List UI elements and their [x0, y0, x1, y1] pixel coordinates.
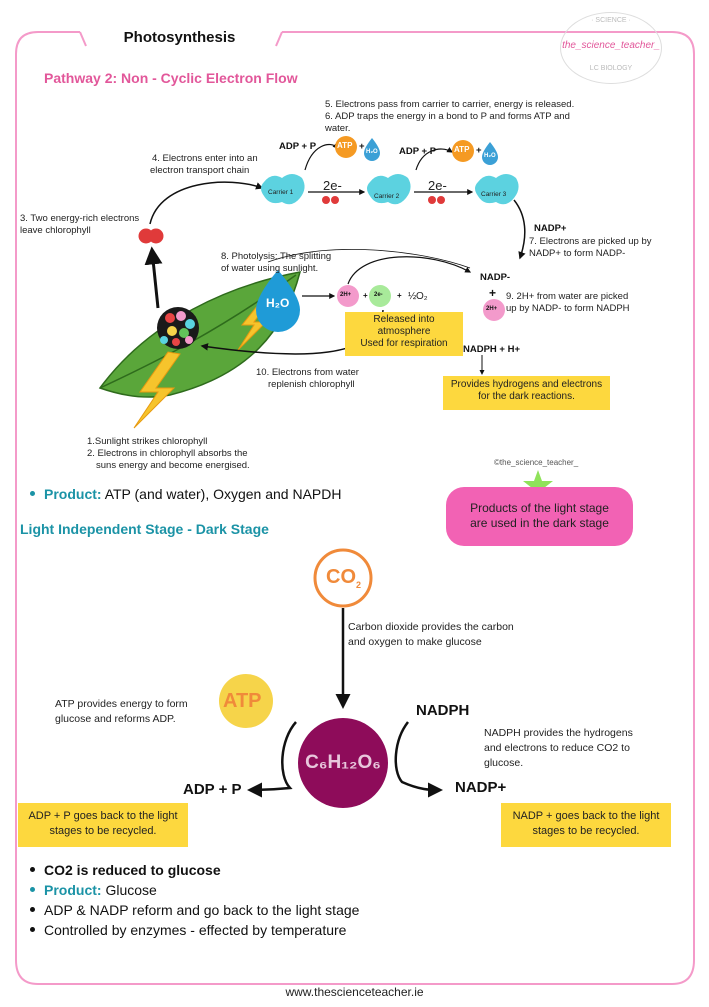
hydrogen-ions-icon-2: [483, 299, 505, 321]
step-2-text-cont: suns energy and become energised.: [96, 460, 250, 471]
summary-item: Product: Glucose: [30, 880, 359, 900]
nadph-note: NADPH provides the hydrogens and electro…: [484, 727, 633, 769]
star-icon: [523, 470, 553, 499]
co2-note: Carbon dioxide provides the carbon and o…: [348, 621, 514, 648]
atp-circle: [219, 674, 273, 728]
half-label: ½: [408, 291, 417, 302]
step-8-text: 8. Photolysis: The splitting: [221, 251, 332, 262]
products-link-box: Products of the light stage are used in …: [446, 487, 633, 546]
water-label-2: H₂O: [484, 153, 496, 159]
adp-p-label-1: ADP + P: [279, 141, 317, 152]
carrier-3: [475, 174, 519, 205]
summary-item: Controlled by enzymes - effected by temp…: [30, 920, 359, 940]
step-9-text-cont: up by NADP- to form NADPH: [506, 303, 630, 314]
plus-sign-2: +: [476, 145, 482, 156]
nadp-minus-label: NADP-: [480, 272, 511, 283]
page-title: Photosynthesis: [92, 27, 267, 48]
glucose-label: C₆H₁₂O₆: [305, 752, 381, 773]
water-drop-icon-1: [364, 138, 380, 161]
step-7-text-cont: NADP+ to form NADP-: [529, 248, 626, 259]
step-10-text: 10. Electrons from water: [256, 367, 359, 378]
nadph-h-label: NADPH + H+: [463, 344, 521, 355]
carrier-1-label: Carrier 1: [268, 189, 294, 196]
two-electrons-label-2: 2e-: [428, 178, 447, 193]
step-3-text: 3. Two energy-rich electrons: [20, 213, 140, 224]
atp-note: ATP provides energy to form glucose and …: [55, 698, 188, 725]
atp-label-2: ATP: [454, 145, 470, 154]
step-8-text-cont: of water using sunlight.: [221, 263, 319, 274]
nadp-plus-dark-label: NADP+: [455, 779, 507, 796]
atp-icon-1: [335, 136, 357, 158]
atp-label-1: ATP: [337, 141, 353, 150]
summary-item: CO2 is reduced to glucose: [30, 860, 359, 880]
plus-sign-1: +: [359, 141, 365, 152]
brand-seal: · SCIENCE · the_science_teacher_ LC BIOL…: [560, 12, 662, 84]
electrons-icon: [369, 285, 391, 307]
carrier-2-label: Carrier 2: [374, 193, 400, 200]
step-2-text: 2. Electrons in chlorophyll absorbs the: [87, 448, 248, 459]
step-5-text: 5. Electrons pass from carrier to carrie…: [325, 99, 575, 110]
chlorophyll-molecule: [157, 307, 199, 349]
adp-recycle-box: ADP + P goes back to the light stages to…: [18, 803, 188, 847]
adp-p-dark-label: ADP + P: [183, 781, 242, 798]
electron-pair-2: [428, 196, 445, 204]
carrier-1: [261, 174, 305, 205]
two-h-plus-label: 2H+: [340, 292, 352, 298]
light-product-line: Product: ATP (and water), Oxygen and NAP…: [30, 484, 342, 504]
hydrogen-ions-icon: [337, 285, 359, 307]
plus-sign-4: +: [363, 291, 368, 300]
step-4-text-cont: electron transport chain: [150, 165, 250, 176]
adp-p-label-2: ADP + P: [399, 146, 437, 157]
step-6-text: 6. ADP traps the energy in a bond to P a…: [325, 111, 570, 122]
water-drop-icon-2: [482, 142, 498, 165]
co2-circle: [313, 548, 373, 608]
step-1-text: 1.Sunlight strikes chlorophyll: [87, 436, 208, 447]
water-label-large: H₂O: [266, 296, 290, 310]
electron-pair-1: [322, 196, 339, 204]
nadp-recycle-box: NADP + goes back to the light stages to …: [501, 803, 671, 847]
step-10-text-cont: replenish chlorophyll: [268, 379, 355, 390]
two-h-plus-label-2: 2H+: [486, 306, 498, 312]
water-drop-icon-large: [256, 270, 300, 332]
plus-sign-3: +: [489, 286, 497, 300]
energised-electrons: [138, 228, 164, 244]
oxygen-label: O₂: [416, 291, 428, 302]
carrier-3-label: Carrier 3: [481, 191, 507, 198]
step-4-text: 4. Electrons enter into an: [152, 153, 258, 164]
atp-dark-label: ATP: [223, 690, 262, 712]
co2-label: CO2: [326, 566, 362, 590]
step-9-text: 9. 2H+ from water are picked: [506, 291, 629, 302]
footer-url[interactable]: www.thescienceteacher.ie: [285, 985, 424, 999]
plus-sign-5: +: [397, 291, 402, 300]
two-electrons-label-1: 2e-: [323, 178, 342, 193]
step-6-text-cont: water.: [325, 123, 351, 134]
dark-summary-list: CO2 is reduced to glucose Product: Gluco…: [30, 860, 359, 940]
summary-item: ADP & NADP reform and go back to the lig…: [30, 900, 359, 920]
atp-icon-2: [452, 140, 474, 162]
brand-handle: ©the_science_teacher_: [494, 458, 579, 467]
lightning-bolt-icon: [133, 351, 181, 429]
page-frame: [15, 31, 695, 985]
step-3-text-cont: leave chlorophyll: [20, 225, 91, 236]
oxygen-note-box: Released into atmosphere Used for respir…: [345, 312, 463, 356]
nadph-label: NADPH: [416, 702, 470, 719]
water-label-1: H₂O: [366, 149, 378, 155]
dark-link-box: Provides hydrogens and electrons for the…: [443, 376, 610, 410]
nadp-plus-label: NADP+: [534, 223, 567, 234]
two-e-small-label: 2e-: [374, 292, 383, 298]
dark-stage-heading: Light Independent Stage - Dark Stage: [20, 521, 269, 537]
step-7-text: 7. Electrons are picked up by: [529, 236, 652, 247]
pathway-heading: Pathway 2: Non - Cyclic Electron Flow: [44, 70, 298, 86]
carrier-2: [367, 174, 411, 205]
glucose-circle: [298, 718, 388, 808]
